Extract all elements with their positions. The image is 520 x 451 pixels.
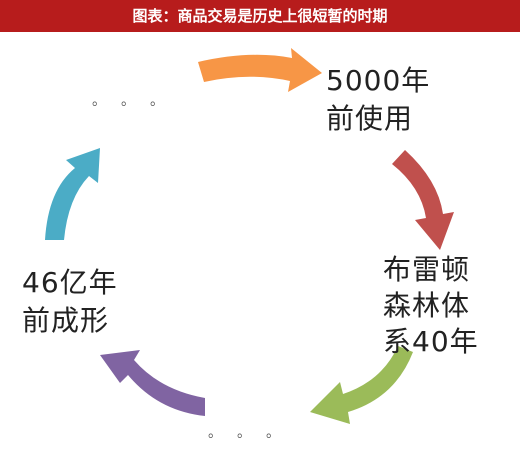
node-top-right-line1: 5000年	[326, 64, 431, 97]
node-right-line2: 森林体	[383, 289, 471, 322]
node-bottom-dots: 。。。	[208, 425, 302, 441]
arrow-bottom-left	[100, 350, 205, 416]
arrow-right	[392, 150, 454, 250]
node-right: 布雷顿 森林体 系40年	[383, 252, 479, 360]
node-left: 46亿年 前成形	[22, 264, 118, 340]
chart-title: 图表：商品交易是历史上很短暂的时期	[0, 0, 520, 32]
node-left-line1: 46亿年	[22, 266, 118, 299]
node-right-line1: 布雷顿	[383, 253, 471, 286]
node-top-right: 5000年 前使用	[326, 62, 430, 138]
arrow-top	[198, 48, 322, 92]
arrow-bottom-right	[310, 346, 413, 424]
node-top-right-line2: 前使用	[326, 102, 414, 135]
node-right-line3: 系40年	[383, 325, 479, 358]
node-top-left-dots: 。。。	[92, 93, 186, 109]
node-left-line2: 前成形	[22, 304, 110, 337]
arrow-left	[45, 148, 100, 240]
